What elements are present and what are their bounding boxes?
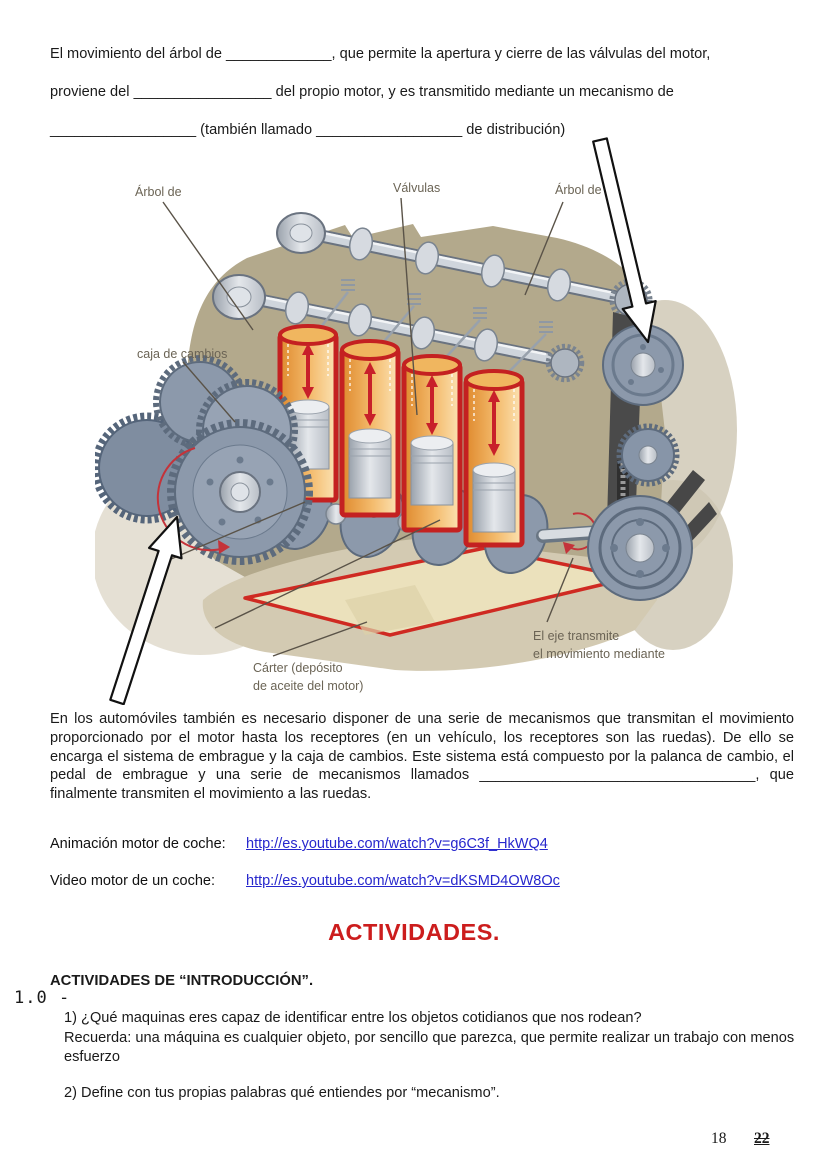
figure-label-camshaft-right: Árbol de xyxy=(555,182,602,197)
section-marker: 1.0 - xyxy=(14,988,71,1008)
oil-pan xyxy=(202,538,659,671)
cylinder xyxy=(463,369,525,548)
transmission-paragraph: En los automóviles también es necesario … xyxy=(50,711,794,803)
page-number: 18 xyxy=(711,1130,727,1147)
camshaft-rear xyxy=(276,212,653,322)
arrow-to-gearbox xyxy=(109,515,183,705)
link-label-animation: Animación motor de coche: xyxy=(50,836,226,852)
activities-title: ACTIVIDADES. xyxy=(328,919,500,945)
link-row-animation: Animación motor de coche: http://es.yout… xyxy=(50,836,790,852)
arrow-to-belt xyxy=(592,137,657,344)
question-1-note: Recuerda: una máquina es cualquier objet… xyxy=(64,1030,795,1065)
question-1: 1) ¿Qué maquinas eres capaz de identific… xyxy=(64,1010,642,1026)
gearbox-gears xyxy=(95,355,313,565)
figure-label-camshaft-left: Árbol de xyxy=(135,184,182,199)
intro-line-1: El movimiento del árbol de _____________… xyxy=(50,46,711,62)
cylinder xyxy=(339,339,401,518)
link-label-video: Video motor de un coche: xyxy=(50,873,215,889)
intro-line-2: proviene del _________________ del propi… xyxy=(50,84,674,100)
activities-subtitle: ACTIVIDADES DE “INTRODUCCIÓN”. xyxy=(50,973,314,989)
figure-label-gearbox: caja de cambios xyxy=(137,347,227,361)
figure-label-axle-2: el movimiento mediante xyxy=(533,647,665,661)
crossed-out-page-number: 22 xyxy=(754,1130,770,1147)
figure-label-valves: Válvulas xyxy=(393,181,440,195)
cylinder xyxy=(401,354,463,533)
intro-line-3: __________________ (también llamado ____… xyxy=(50,122,566,138)
belt-and-pulleys xyxy=(587,312,717,601)
figure-label-sump-2: de aceite del motor) xyxy=(253,679,363,693)
question-2: 2) Define con tus propias palabras qué e… xyxy=(64,1085,500,1101)
intro-paragraph: El movimiento del árbol de _____________… xyxy=(50,46,798,160)
figure-label-axle-1: El eje transmite xyxy=(533,629,619,643)
link-video-motor[interactable]: http://es.youtube.com/watch?v=dKSMD4OW8O… xyxy=(246,873,560,889)
link-animation-motor[interactable]: http://es.youtube.com/watch?v=g6C3f_HkWQ… xyxy=(246,836,548,852)
engine-diagram: Árbol de Válvulas Árbol de caja de cambi… xyxy=(95,130,740,705)
link-row-video: Video motor de un coche: http://es.youtu… xyxy=(50,873,790,889)
figure-label-sump-1: Cárter (depósito xyxy=(253,661,343,675)
camshaft-front xyxy=(212,274,585,383)
